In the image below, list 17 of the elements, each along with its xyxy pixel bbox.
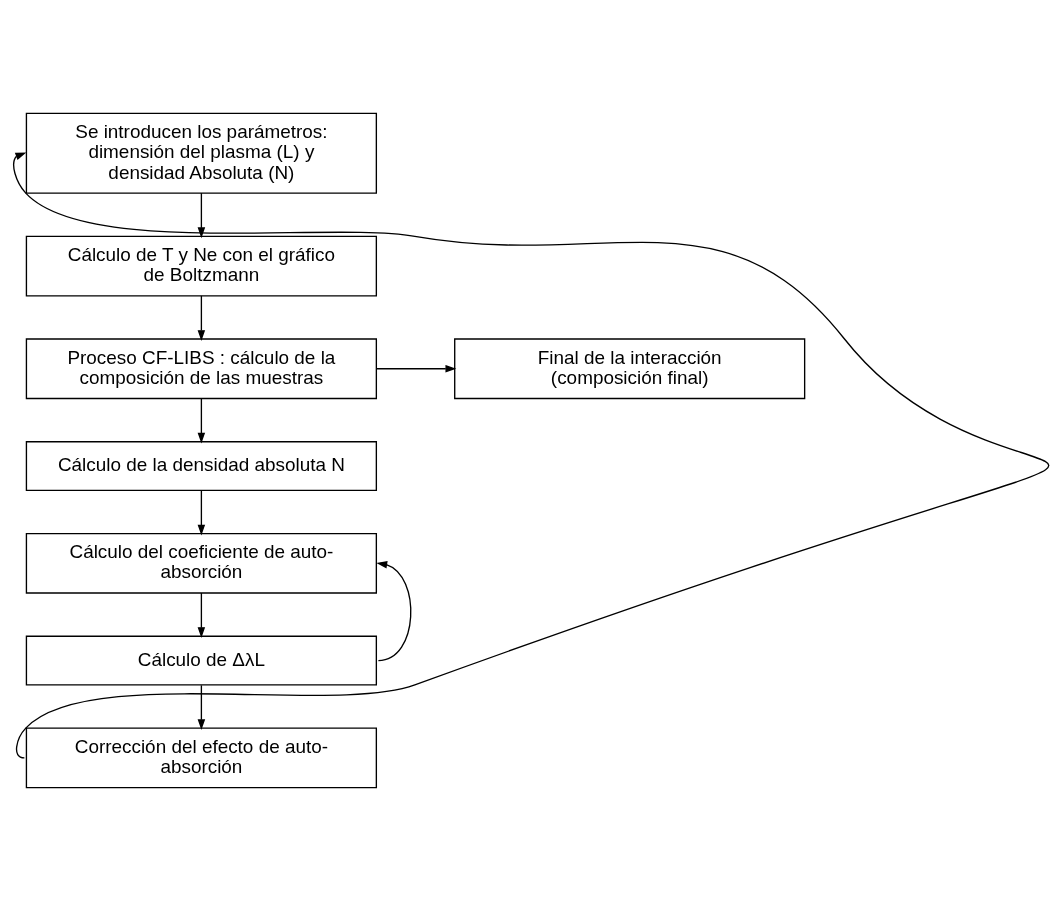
arrow	[376, 560, 412, 662]
arrow	[197, 592, 206, 639]
node-box: Cálculo del coeficiente de auto-absorción	[25, 532, 378, 594]
node-box: Cálculo de ΔλL	[25, 635, 378, 686]
node-box: Corrección del efecto de auto-absorción	[25, 727, 378, 789]
arrow	[197, 684, 206, 731]
arrow	[197, 192, 206, 239]
node-box: Final de la interacción (composición final)	[454, 338, 806, 400]
node-box: Proceso CF-LIBS : cálculo de la composición de las muestras	[25, 338, 378, 400]
arrow	[197, 295, 206, 341]
arrow	[375, 364, 457, 373]
node-box: Se introducen los parámetros: dimensión del plasma (L) y densidad Absoluta (N)	[25, 112, 378, 194]
node-box: Cálculo de T y Ne con el gráfico de Boltzmann	[25, 235, 378, 297]
arrow	[197, 490, 206, 536]
node-box: Cálculo de la densidad absoluta N	[25, 441, 378, 492]
arrow	[13, 152, 1049, 759]
arrow	[197, 397, 206, 444]
